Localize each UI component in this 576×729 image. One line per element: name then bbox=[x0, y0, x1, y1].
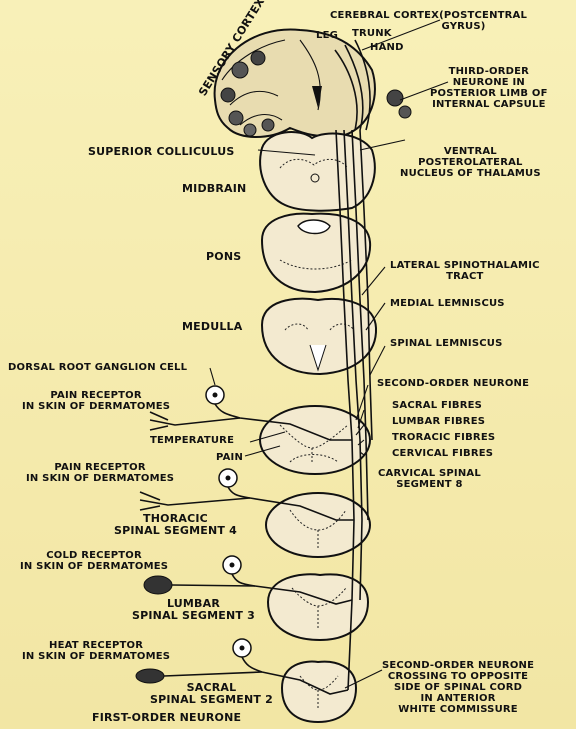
pons-section bbox=[262, 214, 370, 292]
vpl-line1: VENTRAL bbox=[444, 146, 497, 157]
lumbar-fibres-label: LUMBAR FIBRES bbox=[392, 416, 485, 427]
thoracic-segment-label: THORACIC SPINAL SEGMENT 4 bbox=[114, 513, 237, 537]
heat-receptor-label: HEAT RECEPTOR IN SKIN OF DERMATOMES bbox=[22, 640, 170, 662]
crossing-line1: SECOND-ORDER NEURONE bbox=[382, 660, 534, 671]
lst-line2: TRACT bbox=[446, 271, 483, 282]
trunk-label: TRUNK bbox=[352, 28, 392, 39]
cervical-seg-line1: CARVICAL SPINAL bbox=[378, 468, 481, 479]
hand-label: HAND bbox=[370, 42, 404, 53]
temperature-label: TEMPERATURE bbox=[150, 435, 234, 446]
first-order-neurone-label: FIRST-ORDER NEURONE bbox=[92, 712, 241, 724]
medial-lemniscus-label: MEDIAL LEMNISCUS bbox=[390, 298, 505, 309]
crossing-line2: CROSSING TO OPPOSITE bbox=[388, 671, 528, 682]
cold-receptor-line2: IN SKIN OF DERMATOMES bbox=[20, 561, 168, 572]
cold-receptor-line1: COLD RECEPTOR bbox=[46, 550, 142, 561]
pain-receptor-1-line2: IN SKIN OF DERMATOMES bbox=[22, 401, 170, 412]
third-order-line3: POSTERIOR LIMB OF bbox=[430, 88, 548, 99]
sacral-fibres-label: SACRAL FIBRES bbox=[392, 400, 482, 411]
vpl-line3: NUCLEUS OF THALAMUS bbox=[400, 168, 541, 179]
third-order-line4: INTERNAL CAPSULE bbox=[432, 99, 546, 110]
leg-label: LEG bbox=[316, 30, 338, 41]
lst-line1: LATERAL SPINOTHALAMIC bbox=[390, 260, 540, 271]
pain-receptor-1-label: PAIN RECEPTOR IN SKIN OF DERMATOMES bbox=[22, 390, 170, 412]
thoracic-seg-line2: SPINAL SEGMENT 4 bbox=[114, 524, 237, 537]
third-order-line2: NEURONE IN bbox=[453, 77, 525, 88]
cervical-segment bbox=[260, 406, 370, 474]
heat-receptor-line1: HEAT RECEPTOR bbox=[49, 640, 143, 651]
sacral-seg-line2: SPINAL SEGMENT 2 bbox=[150, 693, 273, 706]
superior-colliculus-label: SUPERIOR COLLICULUS bbox=[88, 146, 234, 158]
sacral-segment bbox=[282, 662, 356, 722]
second-order-neurone-label: SECOND-ORDER NEURONE bbox=[377, 378, 529, 389]
pain-receptor-2-line2: IN SKIN OF DERMATOMES bbox=[26, 473, 174, 484]
midbrain-label: MIDBRAIN bbox=[182, 183, 246, 195]
vpl-label: VENTRAL POSTEROLATERAL NUCLEUS OF THALAM… bbox=[400, 146, 541, 179]
crossing-line5: WHITE COMMISSURE bbox=[398, 704, 518, 715]
heat-receptor-line2: IN SKIN OF DERMATOMES bbox=[22, 651, 170, 662]
spinal-lemniscus-label: SPINAL LEMNISCUS bbox=[390, 338, 503, 349]
third-order-line1: THIRD-ORDER bbox=[449, 66, 529, 77]
crossing-line3: SIDE OF SPINAL CORD bbox=[394, 682, 522, 693]
cervical-fibres-label: CERVICAL FIBRES bbox=[392, 448, 493, 459]
pain-label: PAIN bbox=[216, 452, 243, 463]
thoracic-fibres-label: TRORACIC FIBRES bbox=[392, 432, 495, 443]
sacral-segment-label: SACRAL SPINAL SEGMENT 2 bbox=[150, 682, 273, 706]
midbrain-section bbox=[260, 132, 375, 211]
pons-label: PONS bbox=[206, 251, 241, 263]
medulla-section bbox=[262, 299, 376, 374]
lateral-spinothalamic-label: LATERAL SPINOTHALAMIC TRACT bbox=[390, 260, 540, 282]
crossing-label: SECOND-ORDER NEURONE CROSSING TO OPPOSIT… bbox=[382, 660, 534, 715]
cerebral-cortex-text: CEREBRAL CORTEX(POSTCENTRAL bbox=[330, 10, 527, 21]
pain-receptor-1-line1: PAIN RECEPTOR bbox=[50, 390, 141, 401]
cervical-segment-label: CARVICAL SPINAL SEGMENT 8 bbox=[378, 468, 481, 490]
lumbar-seg-line2: SPINAL SEGMENT 3 bbox=[132, 609, 255, 622]
third-order-label: THIRD-ORDER NEURONE IN POSTERIOR LIMB OF… bbox=[430, 66, 548, 110]
dorsal-root-ganglion-label: DORSAL ROOT GANGLION CELL bbox=[8, 362, 187, 373]
vpl-line2: POSTEROLATERAL bbox=[418, 157, 523, 168]
medulla-label: MEDULLA bbox=[182, 321, 242, 333]
lumbar-segment-label: LUMBAR SPINAL SEGMENT 3 bbox=[132, 598, 255, 622]
cervical-seg-line2: SEGMENT 8 bbox=[396, 479, 462, 490]
crossing-line4: IN ANTERIOR bbox=[420, 693, 495, 704]
cold-receptor-label: COLD RECEPTOR IN SKIN OF DERMATOMES bbox=[20, 550, 168, 572]
pain-receptor-2-line1: PAIN RECEPTOR bbox=[54, 462, 145, 473]
pain-receptor-2-label: PAIN RECEPTOR IN SKIN OF DERMATOMES bbox=[26, 462, 174, 484]
